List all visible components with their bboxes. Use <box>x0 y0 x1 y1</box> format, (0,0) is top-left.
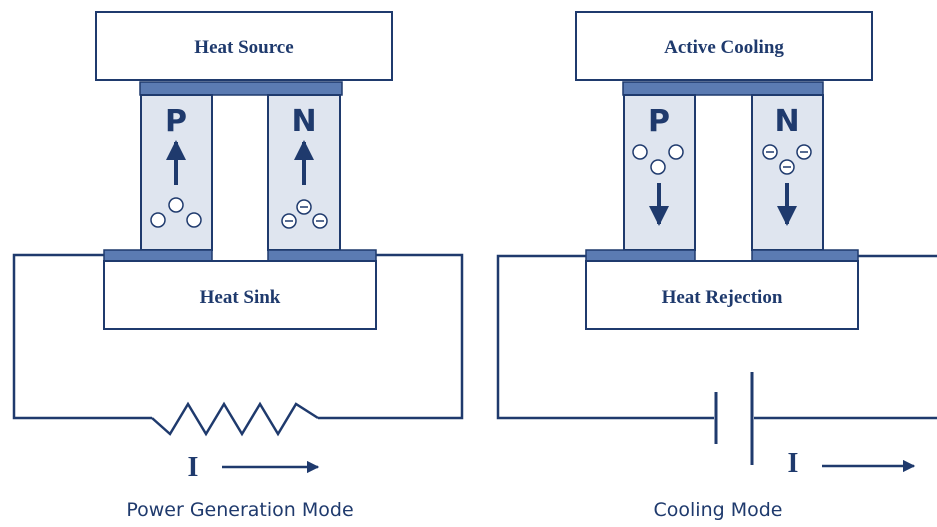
heat-sink-block <box>103 260 377 330</box>
pg-hole-carriers <box>150 197 202 228</box>
hole-icon <box>150 212 166 228</box>
cool-p-label: P <box>648 104 670 139</box>
active-cooling-block <box>575 11 873 81</box>
power-generation-panel: Heat Source P N <box>12 11 464 521</box>
electron-icon <box>281 213 297 229</box>
cool-current-symbol: I <box>788 448 799 479</box>
cool-electron-carriers <box>762 144 812 175</box>
cool-top-plate <box>622 81 824 96</box>
pg-electron-carriers <box>281 199 328 229</box>
electron-icon <box>296 199 312 215</box>
hole-icon <box>186 212 202 228</box>
active-cooling-label: Active Cooling <box>664 37 784 58</box>
heat-rejection-label: Heat Rejection <box>662 287 783 308</box>
hole-icon <box>668 144 684 160</box>
electron-icon <box>796 144 812 160</box>
hole-icon <box>168 197 184 213</box>
cooling-circuit-wire <box>496 254 937 420</box>
battery-icon <box>714 372 754 465</box>
pg-current-symbol: I <box>188 452 199 483</box>
cool-hole-carriers <box>632 144 684 175</box>
pg-top-plate <box>139 81 343 96</box>
cool-bottom-plate-n <box>751 249 859 262</box>
pg-bottom-plate-n <box>267 249 377 262</box>
electron-icon <box>762 144 778 160</box>
resistor-icon <box>151 401 319 437</box>
electron-icon <box>312 213 328 229</box>
heat-source-label: Heat Source <box>194 37 293 58</box>
electron-icon <box>779 159 795 175</box>
cool-n-label: N <box>774 104 799 139</box>
heat-sink-label: Heat Sink <box>200 287 281 308</box>
heat-rejection-block <box>585 260 859 330</box>
pg-p-label: P <box>165 104 187 139</box>
power-generation-mode-title: Power Generation Mode <box>126 499 353 521</box>
hole-icon <box>632 144 648 160</box>
pg-bottom-plate-p <box>103 249 213 262</box>
hole-icon <box>650 159 666 175</box>
pg-circuit-wire <box>12 253 464 420</box>
cooling-mode-title: Cooling Mode <box>654 499 783 521</box>
pg-n-label: N <box>291 104 316 139</box>
heat-source-block <box>95 11 393 81</box>
cool-bottom-plate-p <box>585 249 696 262</box>
cooling-panel: Active Cooling P N <box>496 11 937 521</box>
